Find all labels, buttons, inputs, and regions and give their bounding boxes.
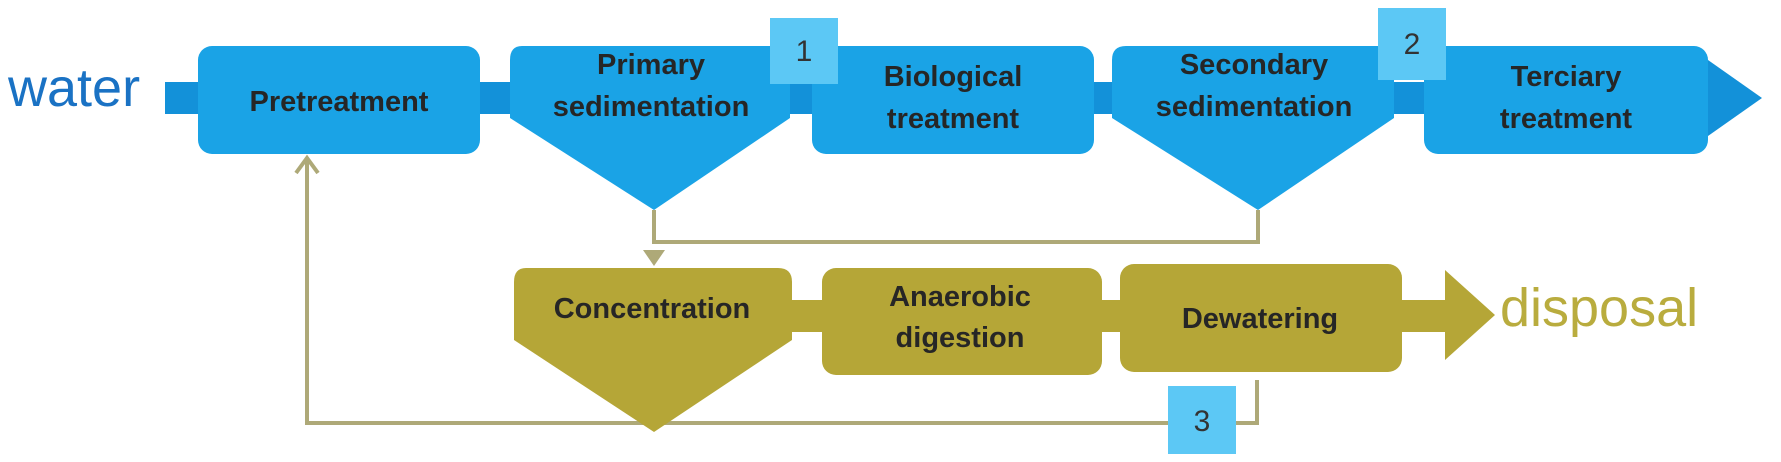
sludge-collection-line: [652, 210, 1260, 244]
marker-1-label: 1: [796, 35, 813, 68]
biological-treatment-box: [812, 46, 1094, 154]
pretreatment-label: Pretreatment: [250, 86, 429, 118]
marker-2-box: [1378, 8, 1446, 80]
primary-sedimentation-label-line2: sedimentation: [553, 91, 750, 123]
dewatering-label: Dewatering: [1182, 303, 1338, 335]
return-up-arrowhead: [294, 154, 320, 175]
sludge-line-steps: [514, 264, 1402, 432]
sludge-flow-arrowhead: [1445, 270, 1495, 360]
reject-water-return-line: [305, 158, 1259, 425]
terciary-treatment-label-line1: Terciary: [1511, 61, 1622, 93]
terciary-treatment-box: [1424, 46, 1708, 154]
marker-1-box: [770, 18, 838, 84]
primary-sedimentation-label-line1: Primary: [597, 49, 705, 81]
water-input-label: water: [7, 58, 140, 118]
marker-2-label: 2: [1404, 28, 1421, 61]
marker-3-label: 3: [1194, 405, 1211, 438]
secondary-sedimentation-label-line2: sedimentation: [1156, 91, 1353, 123]
anaerobic-digestion-box: [822, 268, 1102, 375]
secondary-sedimentation-tank: [1112, 46, 1394, 210]
anaerobic-digestion-label-line2: digestion: [896, 322, 1025, 354]
secondary-sedimentation-label-line1: Secondary: [1180, 49, 1328, 81]
concentration-tank: [514, 268, 792, 432]
dewatering-box: [1120, 264, 1402, 372]
concentration-label: Concentration: [554, 293, 751, 325]
terciary-treatment-label-line2: treatment: [1500, 103, 1632, 135]
sludge-down-arrowhead: [643, 250, 665, 266]
marker-3-box: [1168, 386, 1236, 454]
biological-treatment-label-line1: Biological: [884, 61, 1023, 93]
step-markers: 1 2 3: [770, 8, 1446, 454]
primary-sedimentation-tank: [510, 46, 790, 210]
water-flow-arrowhead: [1708, 60, 1762, 136]
pretreatment-box: [198, 46, 480, 154]
recycle-lines: [305, 158, 1260, 425]
disposal-output-label: disposal: [1500, 278, 1698, 338]
biological-treatment-label-line2: treatment: [887, 103, 1019, 135]
anaerobic-digestion-label-line1: Anaerobic: [889, 281, 1031, 313]
water-line-steps: [198, 46, 1708, 210]
